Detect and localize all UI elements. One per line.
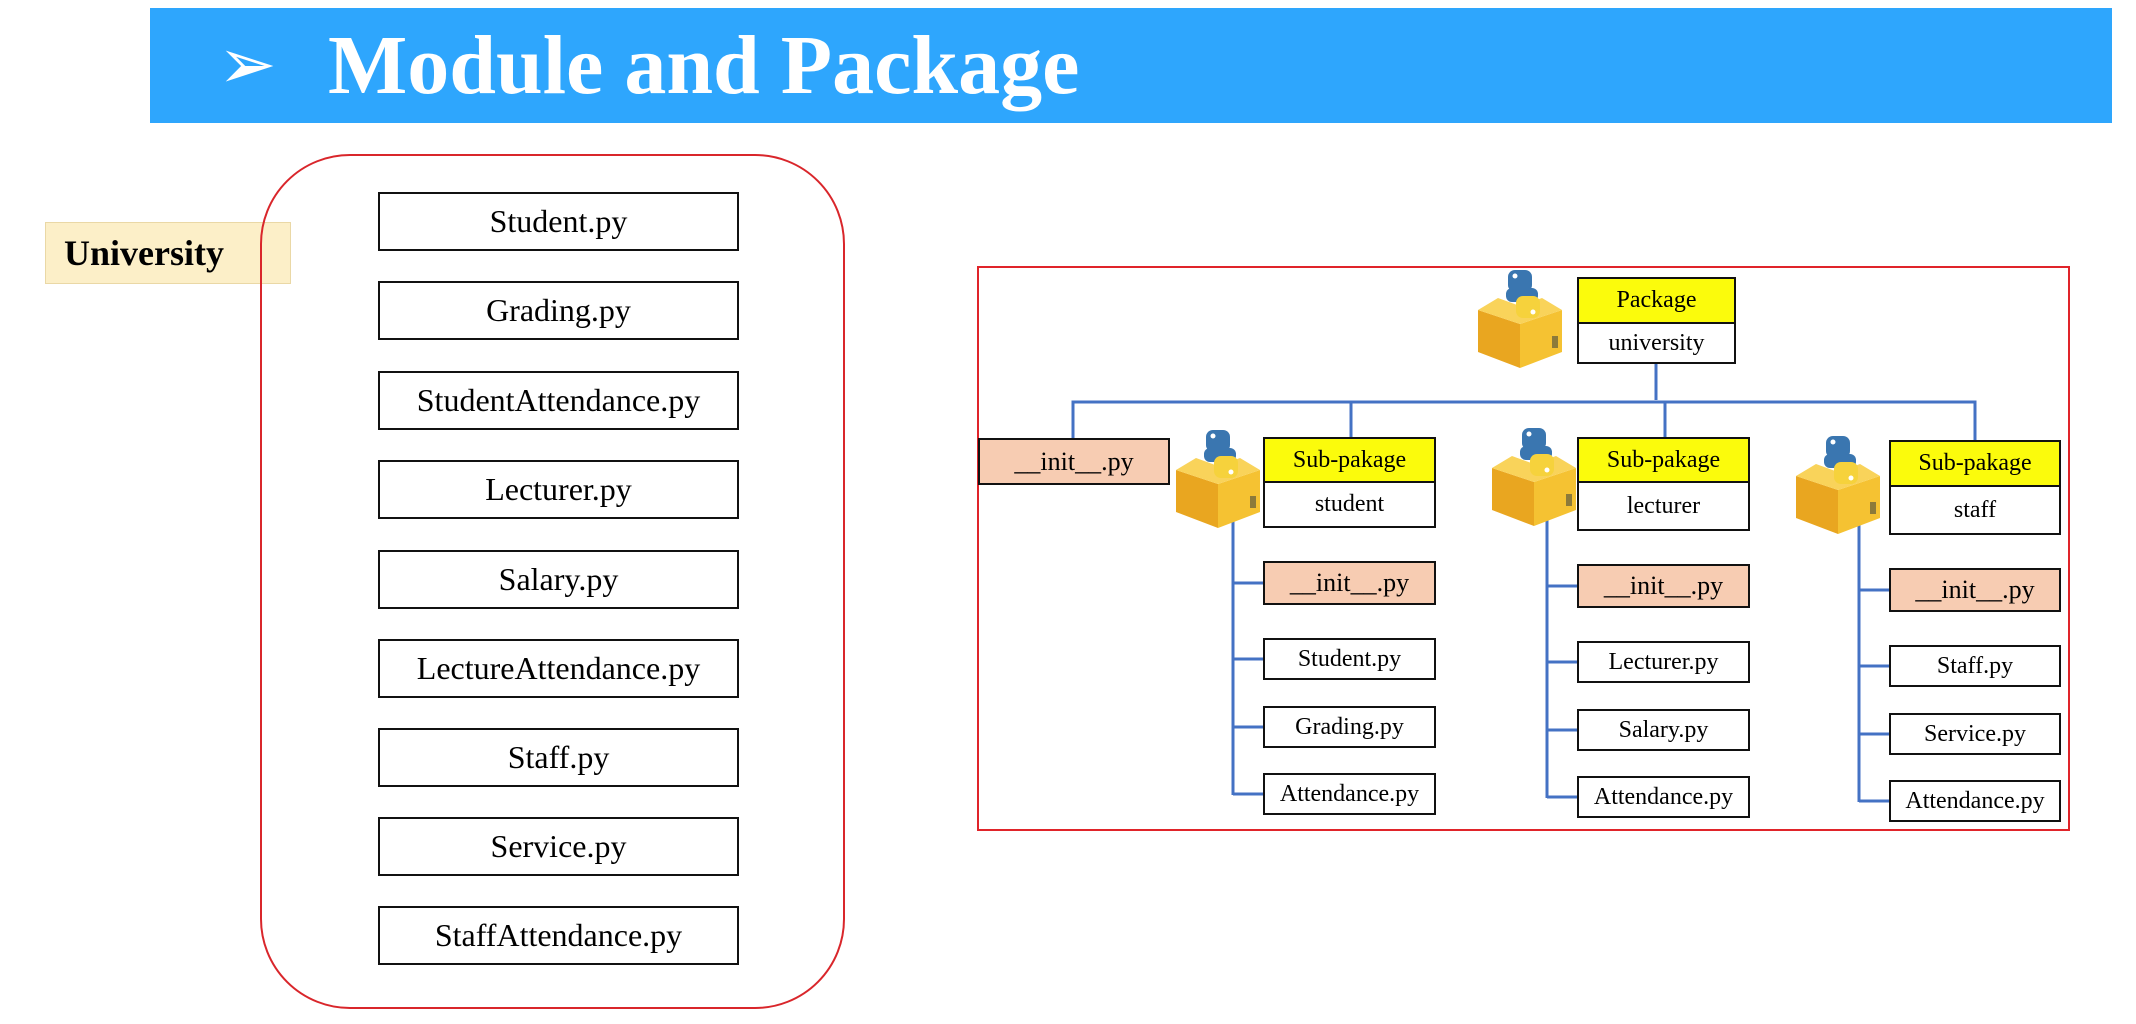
- arrow-bullet-icon: ➢: [218, 26, 277, 104]
- init-file-lecturer: __init__.py: [1577, 564, 1750, 608]
- title-bar: ➢ Module and Package: [150, 8, 2112, 123]
- module-file-box: Staff.py: [378, 728, 739, 787]
- python-package-icon: [1796, 436, 1880, 534]
- module-file-staff: Service.py: [1889, 713, 2061, 755]
- module-file-box: StudentAttendance.py: [378, 371, 739, 430]
- subpackage-tag-student: Sub-pakage: [1263, 437, 1436, 483]
- module-file-student: Grading.py: [1263, 706, 1436, 748]
- module-group-frame: [260, 154, 845, 1009]
- subpackage-name-staff: staff: [1889, 485, 2061, 535]
- module-file-staff: Staff.py: [1889, 645, 2061, 687]
- module-file-box: StaffAttendance.py: [378, 906, 739, 965]
- university-label: University: [45, 222, 291, 284]
- python-package-icon: [1478, 270, 1562, 368]
- module-file-student: Student.py: [1263, 638, 1436, 680]
- module-file-box: Salary.py: [378, 550, 739, 609]
- slide-title: Module and Package: [328, 18, 1080, 112]
- subpackage-tag-lecturer: Sub-pakage: [1577, 437, 1750, 483]
- module-file-lecturer: Lecturer.py: [1577, 641, 1750, 683]
- module-file-lecturer: Attendance.py: [1577, 776, 1750, 818]
- module-file-student: Attendance.py: [1263, 773, 1436, 815]
- module-file-box: Student.py: [378, 192, 739, 251]
- subpackage-name-student: student: [1263, 481, 1436, 528]
- init-file-student: __init__.py: [1263, 561, 1436, 605]
- module-file-box: Service.py: [378, 817, 739, 876]
- python-package-icon: [1176, 430, 1260, 528]
- python-package-icon: [1492, 428, 1576, 526]
- root-init-file: __init__.py: [978, 438, 1170, 485]
- module-file-box: Lecturer.py: [378, 460, 739, 519]
- package-diagram-frame: [977, 266, 2070, 831]
- subpackage-name-lecturer: lecturer: [1577, 481, 1750, 531]
- subpackage-tag-staff: Sub-pakage: [1889, 440, 2061, 487]
- package-name: university: [1577, 322, 1736, 364]
- module-file-box: LectureAttendance.py: [378, 639, 739, 698]
- module-file-lecturer: Salary.py: [1577, 709, 1750, 751]
- init-file-staff: __init__.py: [1889, 568, 2061, 612]
- module-file-box: Grading.py: [378, 281, 739, 340]
- module-file-staff: Attendance.py: [1889, 780, 2061, 822]
- package-tag: Package: [1577, 277, 1736, 324]
